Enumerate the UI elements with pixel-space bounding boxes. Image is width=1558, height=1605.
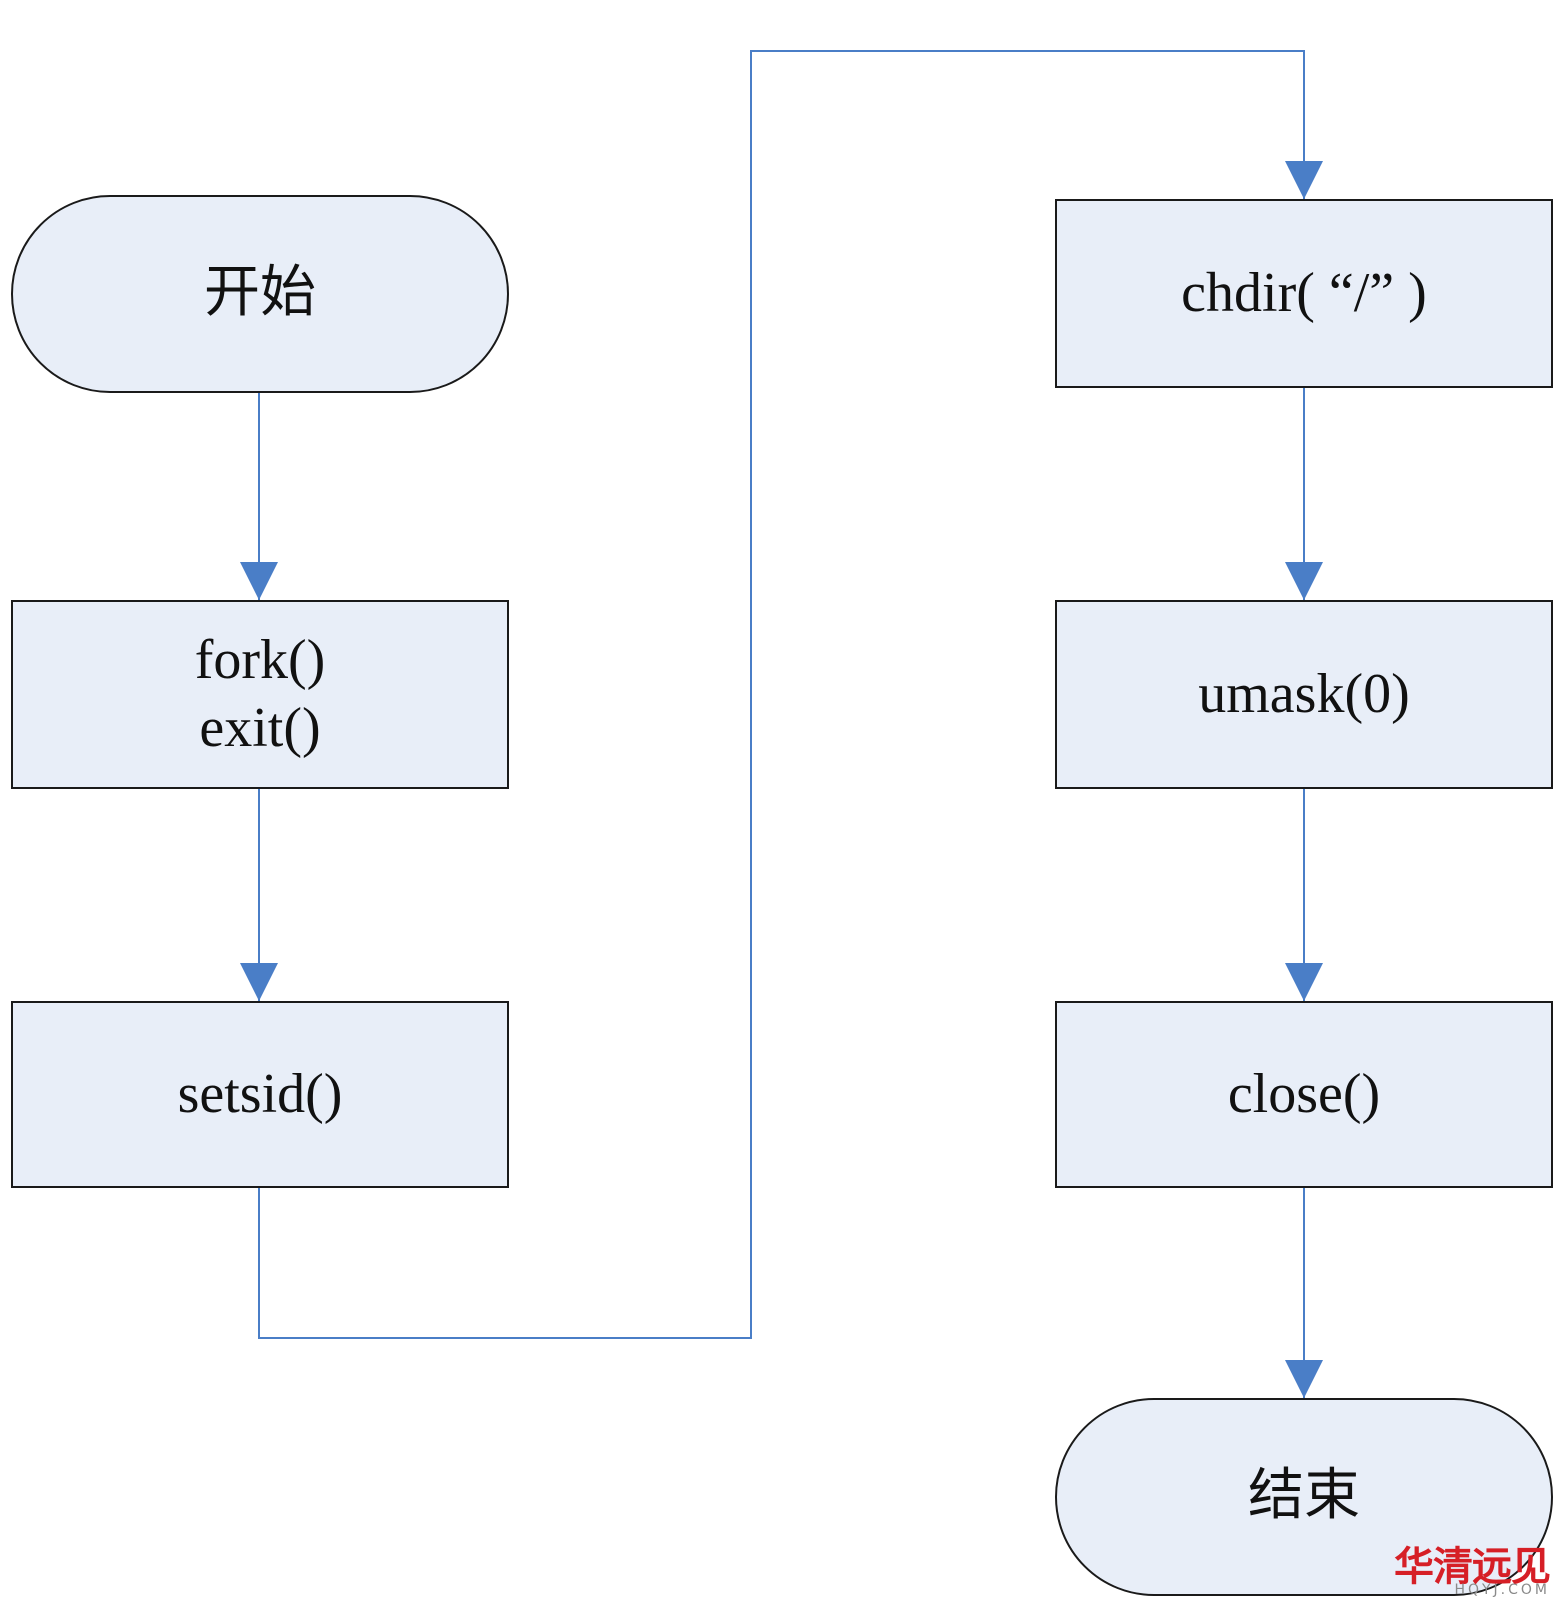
exit-label: exit() bbox=[199, 696, 321, 759]
watermark-logo: 华清远见 HQYJ.COM bbox=[1394, 1544, 1551, 1598]
start-node-label: 开始 bbox=[204, 262, 316, 325]
chdir-node: chdir( “/” ) bbox=[1055, 199, 1553, 388]
end-node-label: 结束 bbox=[1248, 1465, 1360, 1528]
fork-exit-node: fork() exit() bbox=[11, 600, 509, 789]
close-label: close() bbox=[1227, 1062, 1381, 1125]
start-node: 开始 bbox=[11, 195, 509, 393]
setsid-node: setsid() bbox=[11, 1001, 509, 1188]
umask-node: umask(0) bbox=[1055, 600, 1553, 789]
end-node: 结束 bbox=[1055, 1398, 1553, 1596]
close-node: close() bbox=[1055, 1001, 1553, 1188]
watermark-domain: HQYJ.COM bbox=[1454, 1582, 1550, 1598]
setsid-label: setsid() bbox=[177, 1062, 343, 1125]
watermark-brand: 华清远见 bbox=[1394, 1544, 1551, 1590]
fork-label: fork() bbox=[194, 629, 326, 692]
umask-label: umask(0) bbox=[1198, 662, 1410, 725]
chdir-label: chdir( “/” ) bbox=[1181, 261, 1427, 324]
